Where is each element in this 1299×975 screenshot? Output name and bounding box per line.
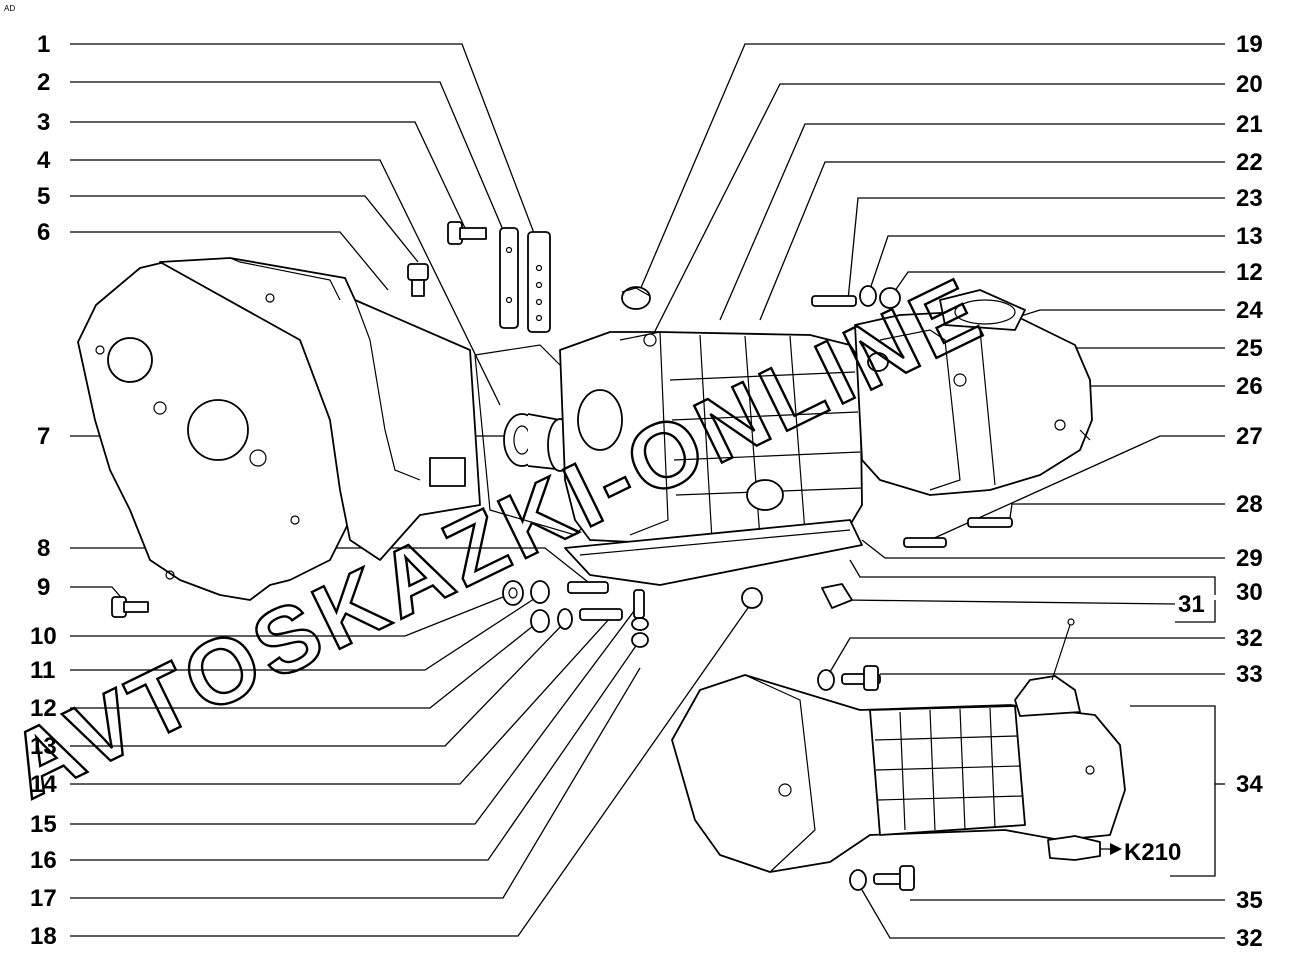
callout-8: 8 [37, 535, 50, 562]
callout-10: 10 [30, 623, 57, 650]
callout-6: 6 [37, 219, 50, 246]
callout-12: 12 [30, 695, 57, 722]
callout-21: 21 [1236, 111, 1263, 138]
right-callout-labels: 19 20 21 22 23 13 12 24 25 26 27 28 29 3… [1124, 31, 1263, 952]
callout-4: 4 [37, 147, 51, 174]
plug-cap-19 [621, 286, 651, 310]
callout-7: 7 [37, 423, 50, 450]
left-callout-labels: 1 2 3 4 5 6 7 8 9 10 11 12 13 14 15 16 1… [30, 31, 57, 950]
callout-5: 5 [37, 183, 50, 210]
callout-29: 29 [1236, 545, 1263, 572]
callout-31: 31 [1178, 591, 1205, 618]
callout-34: 34 [1236, 771, 1263, 798]
callout-28: 28 [1236, 491, 1263, 518]
callout-20: 20 [1236, 71, 1263, 98]
callout-12-right: 12 [1236, 259, 1263, 286]
callout-15: 15 [30, 811, 57, 838]
bolt-3 [447, 221, 487, 245]
assembled-gearbox-34 [671, 618, 1126, 873]
callout-24: 24 [1236, 297, 1263, 324]
callout-13: 13 [30, 733, 57, 760]
callout-22: 22 [1236, 149, 1263, 176]
callout-32-upper: 32 [1236, 625, 1263, 652]
bolts-and-washers-32-33-35 [817, 665, 915, 891]
reference-label-k210: K210 [1124, 839, 1181, 866]
shim-plates [499, 227, 551, 333]
plug-5 [407, 263, 429, 297]
callout-27: 27 [1236, 423, 1263, 450]
right-hardware [811, 285, 1013, 548]
callout-33: 33 [1236, 661, 1263, 688]
corner-mark: AD [4, 4, 15, 13]
callout-26: 26 [1236, 373, 1263, 400]
callout-35: 35 [1236, 887, 1263, 914]
studs-and-nuts [502, 580, 853, 648]
callout-23: 23 [1236, 185, 1263, 212]
leader-lines [70, 43, 1225, 939]
clutch-housing [77, 257, 481, 601]
callout-2: 2 [37, 69, 50, 96]
bolt-9 [111, 596, 149, 618]
callout-16: 16 [30, 847, 57, 874]
callout-18: 18 [30, 923, 57, 950]
callout-9: 9 [37, 574, 50, 601]
callout-14: 14 [30, 771, 57, 798]
callout-32-lower: 32 [1236, 925, 1263, 952]
gearbox-case [559, 331, 863, 586]
callout-30: 30 [1236, 579, 1263, 606]
callout-3: 3 [37, 109, 50, 136]
callout-13-right: 13 [1236, 223, 1263, 250]
callout-25: 25 [1236, 335, 1263, 362]
callout-19: 19 [1236, 31, 1263, 58]
rear-extension-housing [854, 289, 1093, 496]
callout-11: 11 [30, 657, 55, 684]
callout-17: 17 [30, 885, 57, 912]
callout-1: 1 [37, 31, 50, 58]
